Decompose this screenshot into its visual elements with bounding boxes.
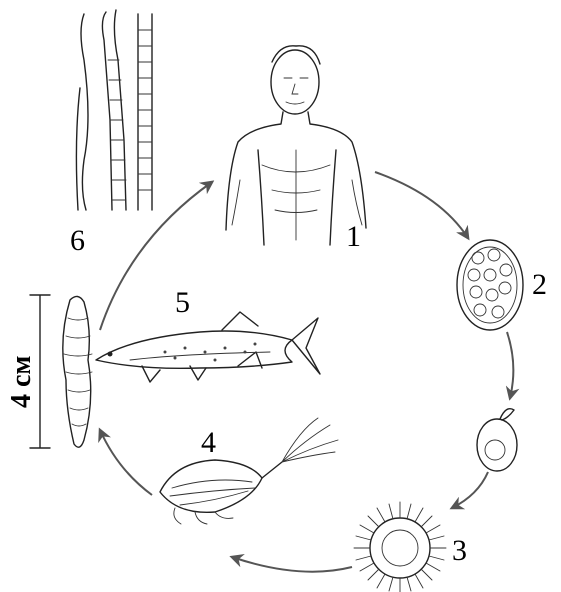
arrow-2-to-hatch (507, 332, 513, 398)
tapeworm-strobila-icon (76, 10, 152, 210)
cycle-arrows (100, 172, 513, 572)
egg-icon (457, 240, 523, 330)
arrow-hatch-to-3 (452, 472, 488, 508)
human-host-icon (226, 46, 366, 245)
arrow-1-to-2 (375, 172, 468, 238)
coracidium-icon (354, 502, 446, 592)
copepod-icon (160, 418, 338, 524)
label-stage-4: 4 (201, 426, 216, 459)
scale-label: 4 см (6, 356, 37, 409)
hatching-egg-icon (477, 409, 517, 471)
arrow-4-to-larva (100, 430, 152, 495)
label-stage-2: 2 (532, 268, 547, 301)
pike-fish-icon (96, 312, 320, 382)
plerocercoid-larva-icon (63, 296, 92, 447)
label-stage-6: 6 (70, 224, 85, 257)
label-stage-5: 5 (175, 286, 190, 319)
arrow-larva-to-6 (100, 182, 212, 330)
label-stage-3: 3 (452, 534, 467, 567)
arrow-3-to-4 (232, 557, 352, 572)
label-stage-1: 1 (346, 220, 361, 253)
